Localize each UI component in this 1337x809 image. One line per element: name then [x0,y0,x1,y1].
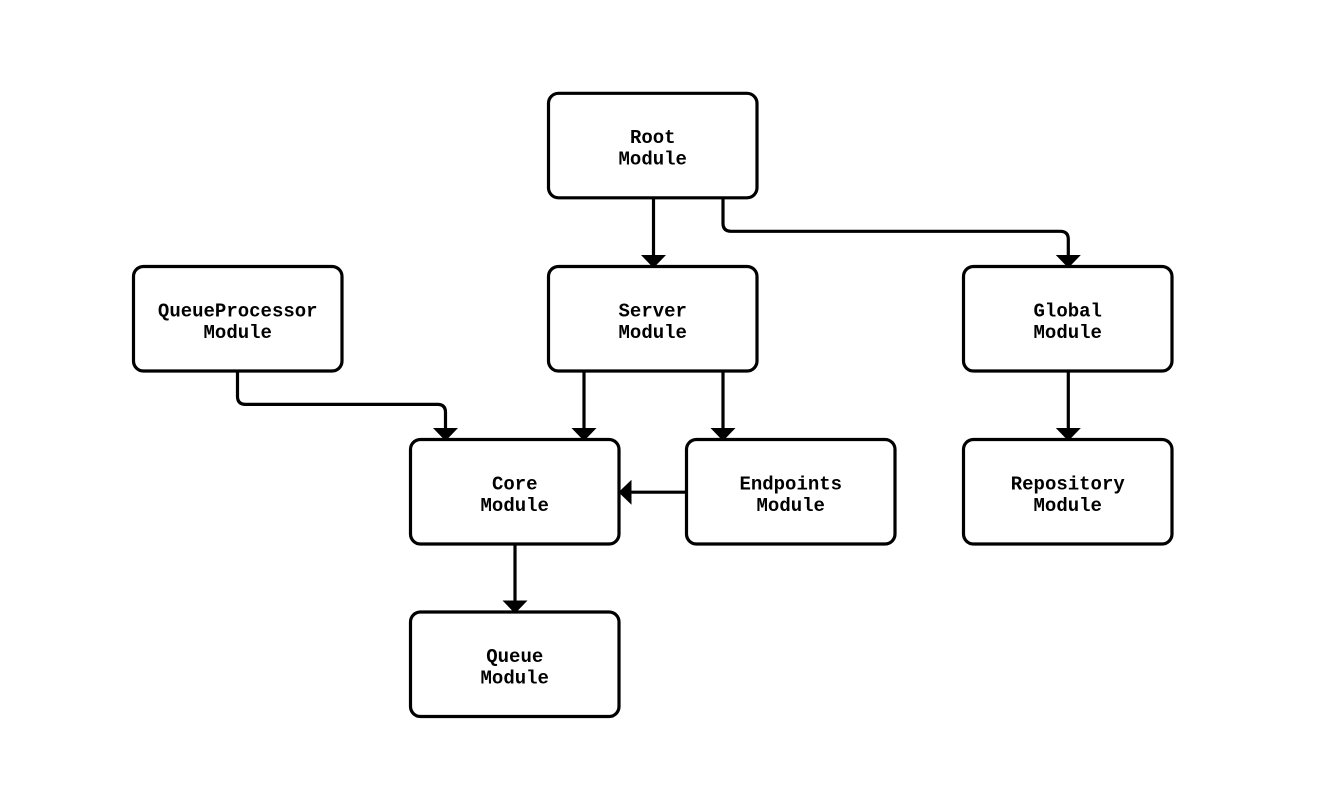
svg-text:Module: Module [619,149,687,171]
svg-text:Module: Module [757,495,825,517]
svg-text:QueueProcessor: QueueProcessor [158,300,318,322]
svg-text:Module: Module [1034,495,1102,517]
svg-text:Endpoints: Endpoints [739,473,842,495]
svg-text:Module: Module [619,322,687,344]
svg-text:Server: Server [619,300,687,322]
svg-text:Module: Module [481,495,549,517]
svg-text:Global: Global [1034,300,1102,322]
svg-text:Core: Core [492,473,538,495]
svg-text:Module: Module [204,322,272,344]
svg-text:Repository: Repository [1011,473,1126,495]
svg-text:Queue: Queue [486,646,543,668]
svg-text:Root: Root [630,127,676,149]
svg-text:Module: Module [481,667,549,689]
svg-text:Module: Module [1034,322,1102,344]
